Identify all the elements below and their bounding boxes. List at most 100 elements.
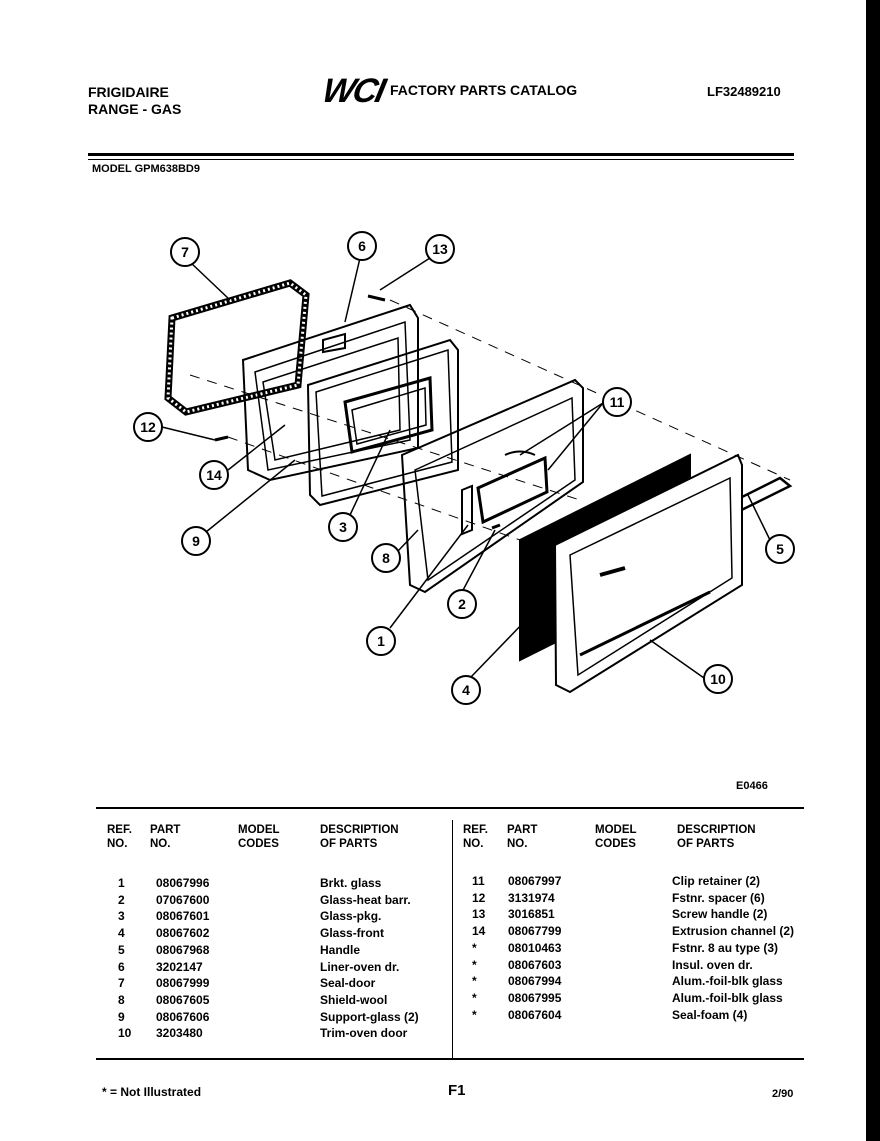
table-cell: Alum.-foil-blk glass [672,974,783,989]
table-cell: 08067605 [156,992,210,1007]
table-cell: Seal-door [320,976,376,991]
table-cell: 8 [118,992,125,1007]
table-cell: 6 [118,959,125,974]
liner-inner-shape [254,320,411,471]
table-cell: 08010463 [508,940,562,955]
table-cell: 13 [472,907,486,922]
table-cell: Brkt. glass [320,876,382,890]
svg-text:9: 9 [192,533,200,549]
table-cell: Trim-oven door [320,1026,408,1041]
svg-text:1: 1 [377,633,385,649]
table-cell: 08067601 [156,909,210,924]
seal-door-shape [164,279,310,416]
leader-11b [547,402,604,471]
header-desc-right: DESCRIPTION OF PARTS [677,824,756,850]
table-cell: Glass-pkg. [320,909,382,924]
svg-text:5: 5 [776,541,784,557]
table-cell: 08067994 [508,974,562,989]
diagram-parts [161,257,793,694]
header-rule-thick [88,153,794,156]
header-part-right: PART NO. [507,824,538,850]
table-cell: Extrusion channel (2) [672,924,795,939]
table-cell: 08067606 [156,1009,210,1024]
catalog-title: FACTORY PARTS CATALOG [390,82,578,98]
table-cell: 2 [118,892,125,907]
table-cell: 08067997 [508,874,562,888]
glass-pkg-inner [315,348,453,497]
table-cell: 3016851 [508,907,555,922]
table-cell: Fstnr. 8 au type (3) [672,940,779,955]
svg-text:13: 13 [432,241,448,257]
leader-1 [389,524,469,629]
brand-name: FRIGIDAIRE [88,84,169,100]
table-cell: * [472,974,477,989]
callout-12: 12 [133,412,163,442]
table-cell: 3203480 [156,1026,203,1041]
callout-2: 2 [447,589,477,619]
callout-6: 6 [347,231,377,261]
table-cell: 3 [118,909,125,924]
table-cell: 07067600 [156,892,210,907]
page-number: F1 [448,1082,466,1099]
leader-14 [227,424,286,471]
liner-window-shape [262,336,401,461]
shield-wool-shape [400,378,584,594]
table-cell: 4 [118,926,125,941]
product-type: RANGE - GAS [88,101,182,117]
table-cell: Alum.-foil-blk glass [672,990,783,1005]
leader-13 [379,257,431,291]
trim-inner [569,476,733,677]
header-rule-thin [88,159,794,160]
header-ref-right: REF. NO. [463,824,488,850]
table-cell: Liner-oven dr. [320,959,400,974]
table-cell: Support-glass (2) [320,1009,419,1024]
table-cell: 5 [118,942,125,957]
leader-12 [161,426,216,441]
table-cell: Fstnr. spacer (6) [672,890,765,905]
svg-text:4: 4 [462,682,470,698]
glass-pkg-shape [306,338,459,507]
table-cell: 08067968 [156,942,210,957]
leader-8 [397,529,419,552]
exploded-diagram: 7 6 13 12 14 9 3 8 11 5 1 2 4 10 [133,231,795,705]
diagram-code: E0466 [736,780,768,792]
header-model-left: MODEL CODES [238,824,280,850]
svg-text:8: 8 [382,550,390,566]
svg-text:7: 7 [181,244,189,260]
callout-4: 4 [451,675,481,705]
callout-3: 3 [328,512,358,542]
callout-7: 7 [170,237,200,267]
svg-text:14: 14 [206,467,222,483]
revision-date: 2/90 [772,1088,794,1100]
leader-4 [469,589,556,679]
table-cell: Insul. oven dr. [672,957,753,972]
header-model-right: MODEL CODES [595,824,637,850]
leader-3 [349,429,391,516]
table-cell: Seal-foam (4) [672,1007,748,1022]
leader-7 [189,261,231,301]
right-desc-column: Clip retainer (2)Fstnr. spacer (6)Screw … [672,873,794,1023]
callout-11: 11 [602,387,632,417]
shield-handle-slot [504,450,536,456]
leader-11a [519,402,604,456]
clip-retainer-shape [461,484,473,536]
table-cell: 08067603 [508,957,562,972]
screw-13-shape [367,294,386,302]
table-cell: Glass-front [320,926,385,941]
header-desc-left: DESCRIPTION OF PARTS [320,824,399,850]
callout-14: 14 [199,460,229,490]
leader-10 [649,639,705,679]
trim-extrusion [579,590,711,657]
table-cell: Shield-wool [320,992,388,1007]
svg-text:10: 10 [710,671,726,687]
callout-9: 9 [181,526,211,556]
table-cell: 08067996 [156,876,210,890]
table-divider [452,820,453,1060]
brand-block: FRIGIDAIRE RANGE - GAS [88,84,181,118]
svg-text:3: 3 [339,519,347,535]
header-part-left: PART NO. [150,824,181,850]
callout-13: 13 [425,234,455,264]
svg-text:2: 2 [458,596,466,612]
